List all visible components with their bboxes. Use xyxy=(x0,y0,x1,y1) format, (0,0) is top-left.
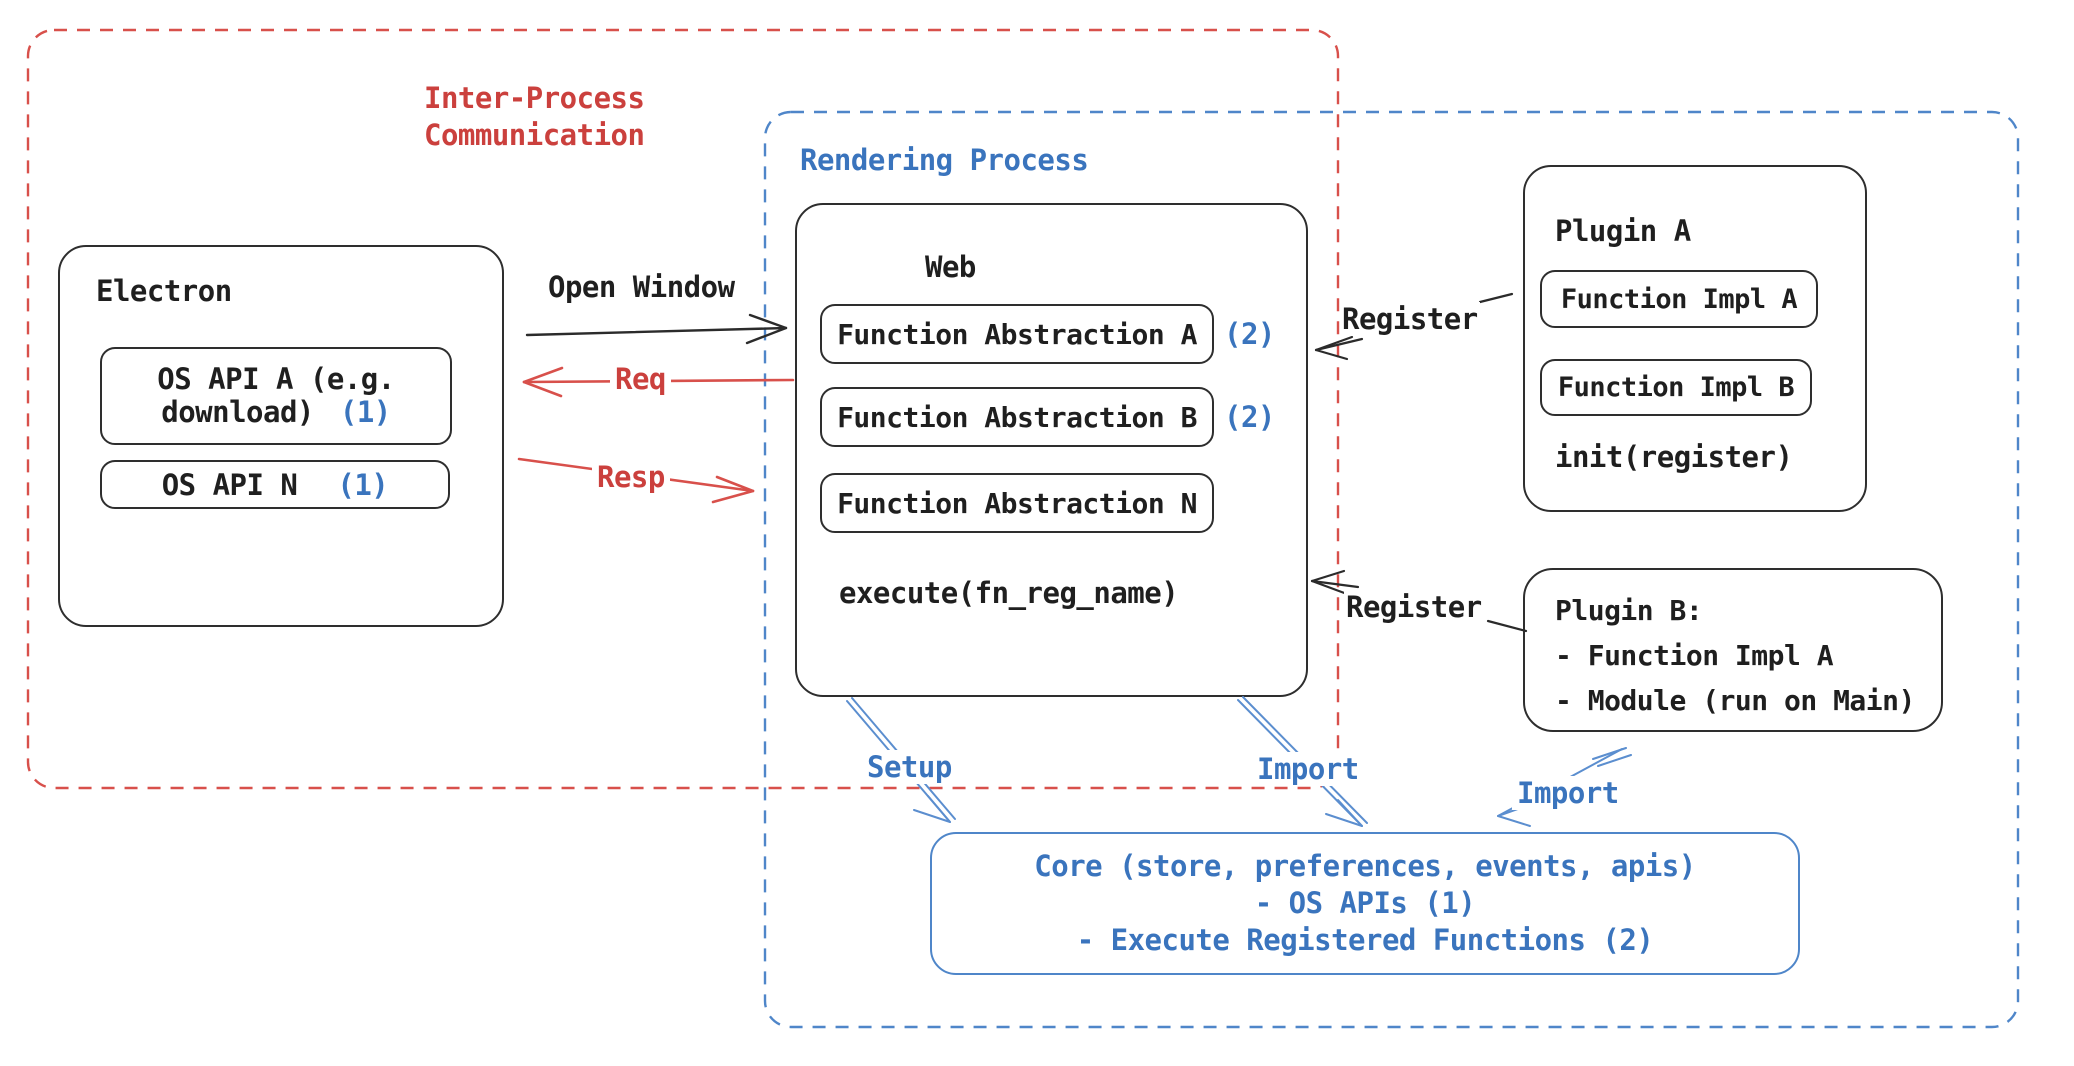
import-web-label: Import xyxy=(1252,752,1364,786)
function-impl-a-label: Function Impl A xyxy=(1560,283,1798,315)
os-api-a-label-line1: OS API A (e.g. xyxy=(157,362,395,396)
function-abstraction-b-badge: (2) xyxy=(1224,399,1275,434)
web-title: Web xyxy=(925,250,976,284)
function-abstraction-b-label: Function Abstraction B xyxy=(837,400,1197,434)
os-api-a-badge: (1) xyxy=(339,395,391,429)
os-api-a-label-line2: download) xyxy=(161,395,314,429)
function-impl-a-box: Function Impl A xyxy=(1540,270,1818,328)
setup-label: Setup xyxy=(862,750,957,784)
rendering-group-label: Rendering Process xyxy=(800,143,1089,177)
function-abstraction-a-badge: (2) xyxy=(1224,316,1275,351)
web-footer: execute(fn_reg_name) xyxy=(839,576,1179,610)
plugin-a-box: Plugin A Function Impl A Function Impl B… xyxy=(1523,165,1867,512)
req-label: Req xyxy=(610,362,671,396)
ipc-group-label: Inter-Process Communication xyxy=(424,81,645,152)
open-window-arrow xyxy=(525,313,788,345)
plugin-a-title: Plugin A xyxy=(1555,214,1691,248)
core-text: Core (store, preferences, events, apis) … xyxy=(1034,849,1696,957)
os-api-n-box: OS API N (1) xyxy=(100,460,450,509)
resp-label: Resp xyxy=(592,460,670,494)
os-api-a-box: OS API A (e.g. download) (1) xyxy=(100,347,452,445)
function-abstraction-a-label: Function Abstraction A xyxy=(837,317,1197,351)
function-abstraction-a-box: Function Abstraction A xyxy=(820,304,1214,364)
os-api-n-label: OS API N xyxy=(161,467,298,502)
function-abstraction-n-label: Function Abstraction N xyxy=(837,486,1197,520)
web-box: Web Function Abstraction A (2) Function … xyxy=(795,203,1308,697)
plugin-a-footer: init(register) xyxy=(1555,440,1793,474)
function-impl-b-label: Function Impl B xyxy=(1557,372,1795,403)
electron-box: Electron OS API A (e.g. download) (1) OS… xyxy=(58,245,504,627)
function-abstraction-n-box: Function Abstraction N xyxy=(820,473,1214,533)
core-box: Core (store, preferences, events, apis) … xyxy=(930,832,1800,975)
os-api-n-badge: (1) xyxy=(337,467,389,502)
function-impl-b-box: Function Impl B xyxy=(1540,359,1812,416)
electron-title: Electron xyxy=(96,274,232,308)
register-bottom-label: Register xyxy=(1344,590,1484,624)
function-abstraction-b-box: Function Abstraction B xyxy=(820,387,1214,447)
open-window-label: Open Window xyxy=(548,270,735,304)
plugin-b-text: Plugin B: - Function Impl A - Module (ru… xyxy=(1555,594,1915,717)
plugin-b-box: Plugin B: - Function Impl A - Module (ru… xyxy=(1523,568,1943,732)
register-top-label: Register xyxy=(1340,302,1480,336)
import-plugin-label: Import xyxy=(1512,776,1624,810)
